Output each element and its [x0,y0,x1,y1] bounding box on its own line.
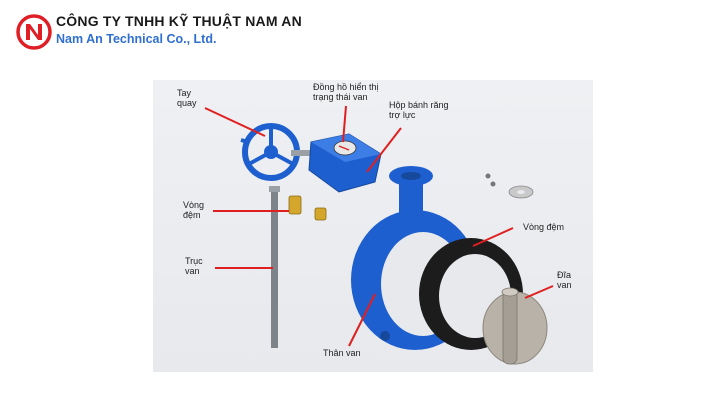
company-name-en: Nam An Technical Co., Ltd. [56,32,217,46]
label-shaft: Trục van [185,256,203,276]
label-gearbox: Hộp bánh răng trợ lực [389,100,449,120]
bushings-part [288,195,327,221]
disc-part [482,287,548,365]
handwheel-part [240,123,311,181]
label-washer-right: Vòng đệm [523,222,565,232]
label-body: Thân van [323,348,361,358]
valve-exploded-diagram: Tay quay Đồng hồ hiển thị trạng thái van… [153,80,593,372]
shaft-part [269,186,280,348]
diagram-drawing [204,105,554,365]
leader-lines [204,105,554,347]
screws-part [485,173,534,199]
label-disc: Đĩa van [557,270,572,290]
label-indicator: Đồng hồ hiển thị trạng thái van [313,82,379,102]
header: CÔNG TY TNHH KỸ THUẬT NAM AN Nam An Tech… [0,0,720,60]
company-logo-icon [16,14,52,50]
label-washer-left: Vòng đệm [183,200,205,220]
company-name: CÔNG TY TNHH KỸ THUẬT NAM AN [56,13,302,29]
gearbox-part [308,133,382,193]
label-handwheel: Tay quay [177,88,197,108]
